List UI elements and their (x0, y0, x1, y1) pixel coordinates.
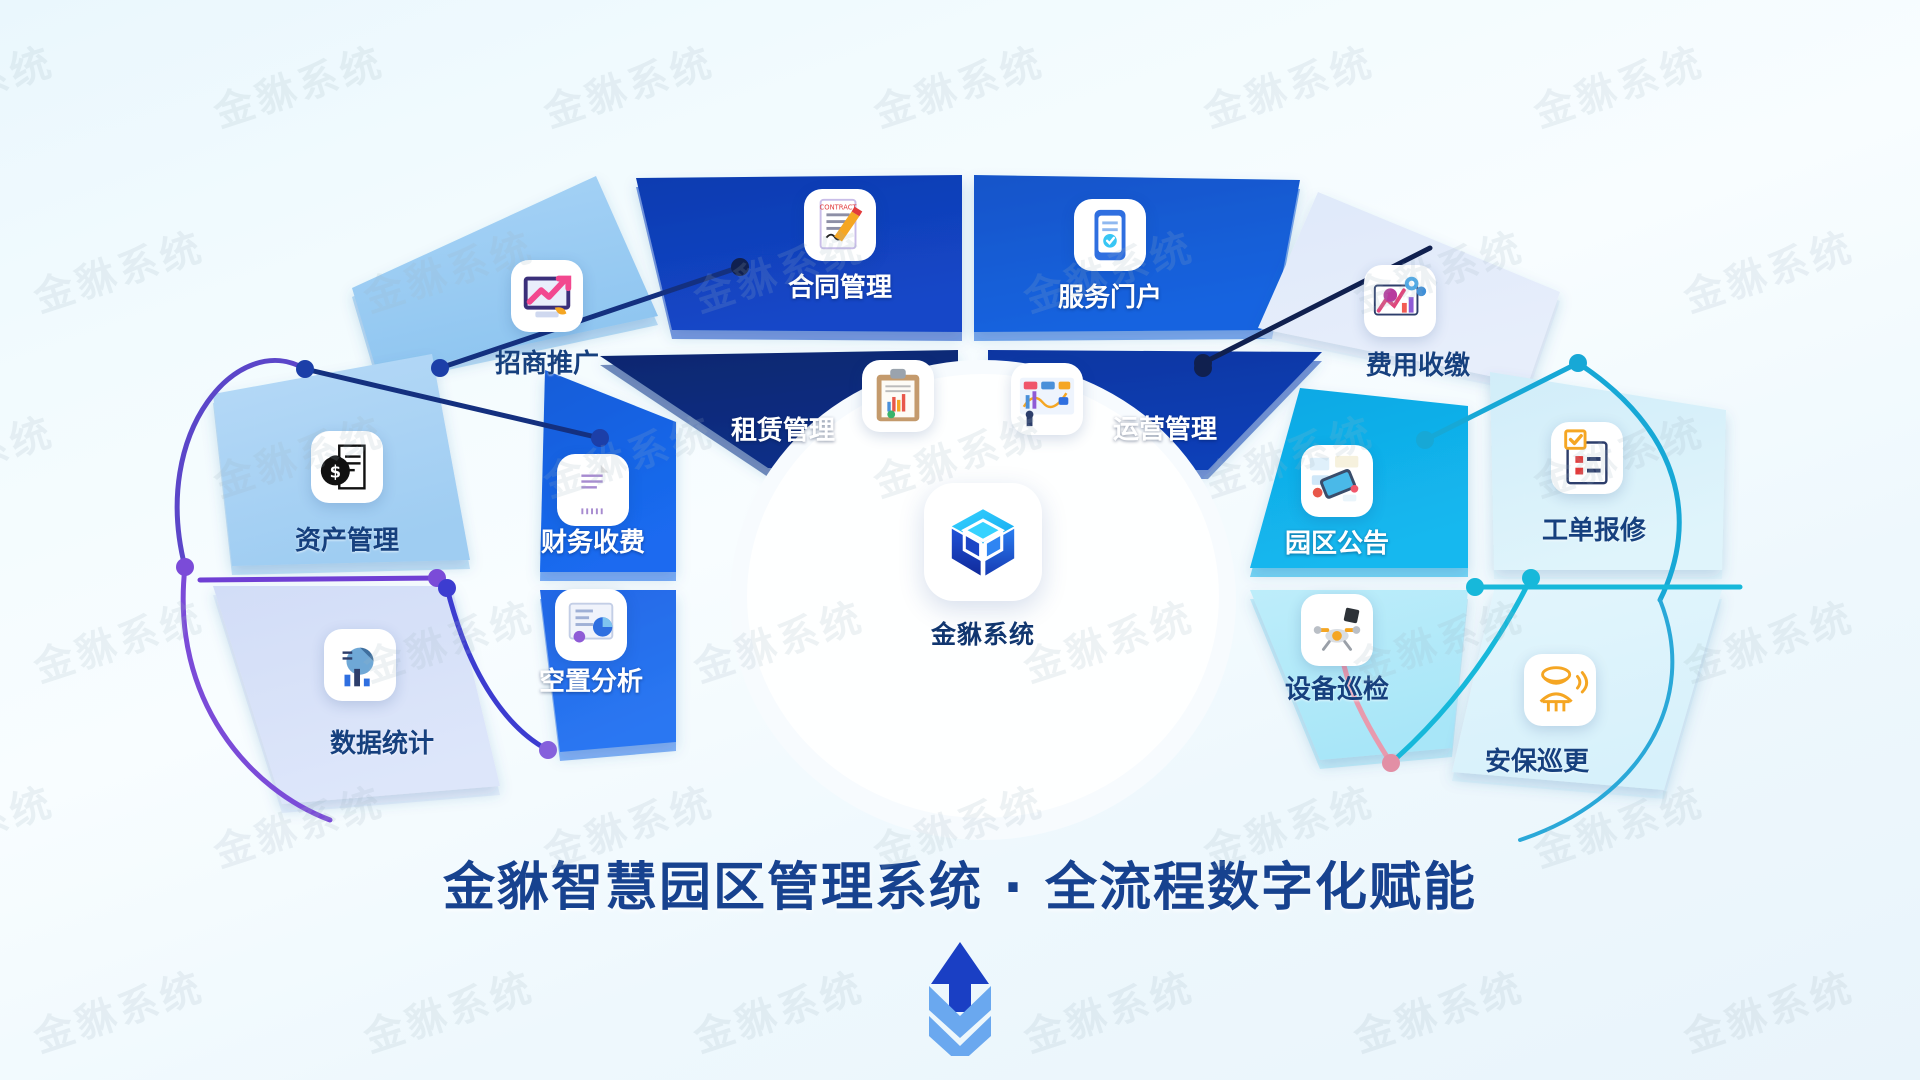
connector-line (437, 264, 743, 371)
segment-label-zichan-guanli[interactable]: 资产管理 (295, 528, 399, 554)
icon-puck-zichan-guanli[interactable]: $ (311, 431, 383, 503)
segment-label-text: 安保巡更 (1484, 747, 1590, 777)
segment-label-shebei-xunjian[interactable]: 设备巡检 (1285, 677, 1389, 703)
segment-label-text: 费用收缴 (1365, 351, 1471, 381)
segment-label-text: 合同管理 (787, 273, 893, 303)
connector-node (591, 429, 609, 447)
connector-node (176, 558, 194, 576)
connector-node (1569, 354, 1587, 372)
connector-line (197, 575, 440, 583)
up-down-arrow-icon (0, 938, 1920, 1064)
icon-puck-shebei-xunjian[interactable] (1301, 594, 1373, 666)
connector-lines (174, 245, 1743, 842)
cube-logo-icon (951, 509, 1015, 576)
segment-label-feiyong-shoujiao[interactable]: 费用收缴 (1366, 353, 1470, 379)
segment-label-fuwu-menhu[interactable]: 服务门户 (1058, 285, 1162, 311)
svg-text:CONTRACT: CONTRACT (820, 204, 858, 212)
segment-label-text: 工单报修 (1541, 516, 1647, 546)
finance-icon (557, 454, 629, 526)
device-inspection-icon (1301, 594, 1373, 666)
center-logo-label: 金貅系统 (930, 620, 1035, 649)
connector-node (296, 360, 314, 378)
statistics-icon (324, 629, 396, 701)
connector-node (1522, 569, 1540, 587)
segment-label-text: 招商推广 (494, 349, 600, 379)
segment-label-text: 运营管理 (1112, 415, 1218, 445)
lease-management-icon (862, 360, 934, 432)
segment-label-text: 设备巡检 (1284, 675, 1390, 705)
segment-label-text: 空置分析 (538, 667, 644, 697)
service-portal-icon (1074, 199, 1146, 271)
segment-label-text: 租赁管理 (730, 416, 836, 446)
segment-label-caiwu-shoufei[interactable]: 财务收费 (541, 530, 645, 556)
connector-line (1518, 598, 1675, 842)
connector-line (180, 564, 333, 823)
connector-line (1422, 360, 1581, 443)
fee-collection-icon (1364, 265, 1436, 337)
investment-promotion-icon (511, 260, 583, 332)
connector-line (444, 585, 551, 753)
icon-puck-yunying-guanli[interactable] (1011, 363, 1083, 435)
icon-puck-feiyong-shoujiao[interactable] (1364, 265, 1436, 337)
icon-puck-caiwu-shoufei[interactable] (557, 454, 629, 526)
icon-puck-zhaoshang-tuiguang[interactable] (511, 260, 583, 332)
segment-label-text: 园区公告 (1284, 529, 1390, 559)
announcement-icon (1301, 445, 1373, 517)
connector-line (1388, 575, 1534, 766)
segment-label-gongdan-baoxiu[interactable]: 工单报修 (1542, 518, 1646, 544)
operations-icon (1011, 363, 1083, 435)
center-logo-card (924, 483, 1042, 601)
segment-label-shuju-tongji[interactable]: 数据统计 (330, 731, 434, 757)
segment-label-text: 数据统计 (329, 729, 435, 759)
icon-puck-gongdan-baoxiu[interactable] (1551, 422, 1623, 494)
page-title: 金貅智慧园区管理系统 · 全流程数字化赋能 (443, 858, 1477, 918)
segment-label-yunying-guanli[interactable]: 运营管理 (1113, 417, 1217, 443)
work-order-icon (1551, 422, 1623, 494)
segment-label-anbao-xungeng[interactable]: 安保巡更 (1485, 749, 1589, 775)
icon-puck-shuju-tongji[interactable] (324, 629, 396, 701)
segment-zhaoshang-tuiguang[interactable] (352, 176, 658, 376)
connector-node (1416, 431, 1434, 449)
connector-line (174, 358, 308, 570)
connector-node (431, 359, 449, 377)
icon-puck-fuwu-menhu[interactable] (1074, 199, 1146, 271)
connector-line (1575, 360, 1682, 603)
asset-management-icon: $ (311, 431, 383, 503)
vacancy-analysis-icon (555, 589, 627, 661)
segment-label-zulin-guanli[interactable]: 租赁管理 (731, 418, 835, 444)
connector-line (302, 366, 603, 441)
icon-puck-anbao-xungeng[interactable] (1524, 654, 1596, 726)
segment-hetong-guanli[interactable] (636, 175, 962, 332)
segment-label-zhaoshang-tuiguang[interactable]: 招商推广 (495, 351, 599, 377)
connector-node (731, 258, 749, 276)
connector-node (1382, 754, 1400, 772)
segment-label-text: 资产管理 (294, 526, 400, 556)
security-patrol-icon (1524, 654, 1596, 726)
segment-label-hetong-guanli[interactable]: 合同管理 (788, 275, 892, 301)
connector-node (539, 741, 557, 759)
footer-block: 金貅智慧园区管理系统 · 全流程数字化赋能 (0, 845, 1920, 1064)
icon-puck-yuanqu-gonggao[interactable] (1301, 445, 1373, 517)
connector-node (1466, 578, 1484, 596)
segment-label-text: 服务门户 (1057, 283, 1163, 313)
segment-label-kongzhi-fenxi[interactable]: 空置分析 (539, 669, 643, 695)
svg-text:$: $ (330, 463, 341, 482)
segment-label-yuanqu-gonggao[interactable]: 园区公告 (1285, 531, 1389, 557)
connector-node (1194, 359, 1212, 377)
icon-puck-zulin-guanli[interactable] (862, 360, 934, 432)
contract-icon: CONTRACT (804, 189, 876, 261)
segment-label-text: 财务收费 (540, 528, 646, 558)
center-hub[interactable]: 金貅系统 (924, 483, 1042, 651)
icon-puck-hetong-guanli[interactable]: CONTRACT (804, 189, 876, 261)
icon-puck-kongzhi-fenxi[interactable] (555, 589, 627, 661)
connector-node (438, 579, 456, 597)
